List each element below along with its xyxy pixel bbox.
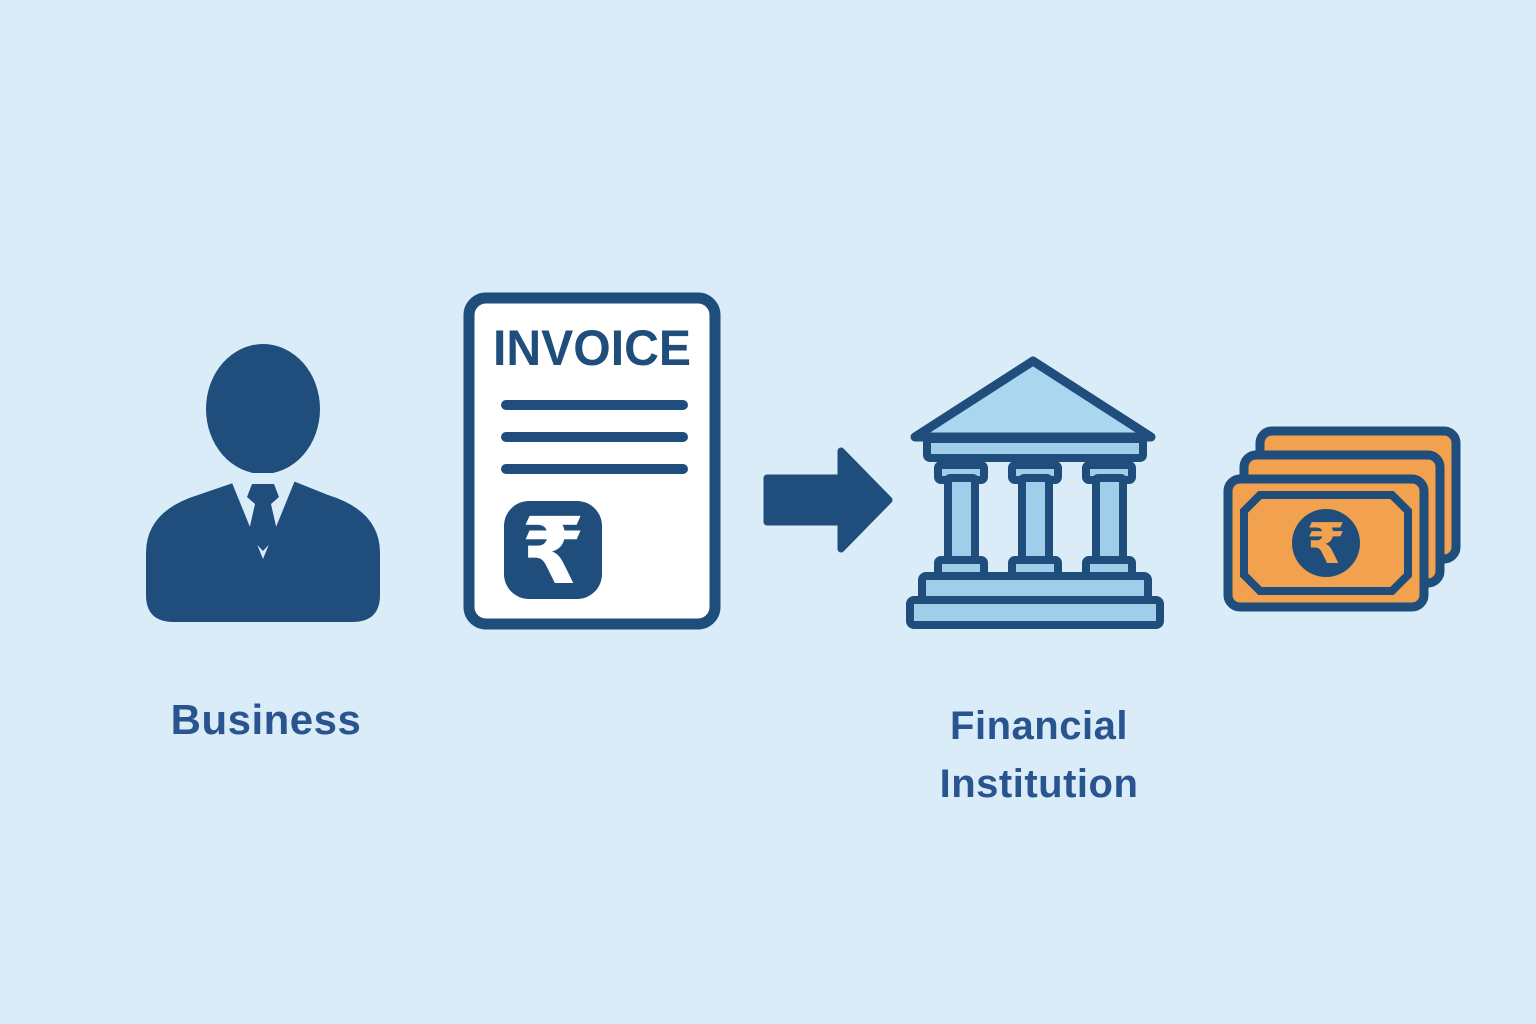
invoice-rupee-badge [504,501,602,599]
banknote-frame [1240,491,1412,595]
person-tie [247,484,279,551]
bank-column [1082,461,1136,581]
financial-institution-label: Financial Institution [874,697,1204,813]
bank-column [934,461,988,581]
flow-arrow-icon [763,447,893,553]
bank-pediment [910,356,1156,442]
cash-stack-icon: ₹ [1223,426,1461,612]
invoice-text-lines [501,400,688,474]
bank-entablature [923,435,1147,462]
arrow-shape [763,447,893,553]
business-label: Business [170,696,362,743]
bank-columns [934,461,1136,581]
invoice-rupee-icon: ₹ [521,498,585,605]
banknote-rupee-circle [1292,509,1360,577]
bank-column [1008,461,1062,581]
banknote-rupee-icon: ₹ [1307,512,1346,577]
financial-institution-label-line1: Financial [950,704,1128,748]
invoice-document-icon: INVOICE ₹ [463,292,721,630]
bank-icon [906,356,1164,629]
bank-step-lower [906,596,1164,629]
business-person-icon [146,344,380,622]
person-head [206,344,320,474]
financial-institution-label-line2: Institution [939,762,1139,806]
invoice-title: INVOICE [493,320,691,376]
